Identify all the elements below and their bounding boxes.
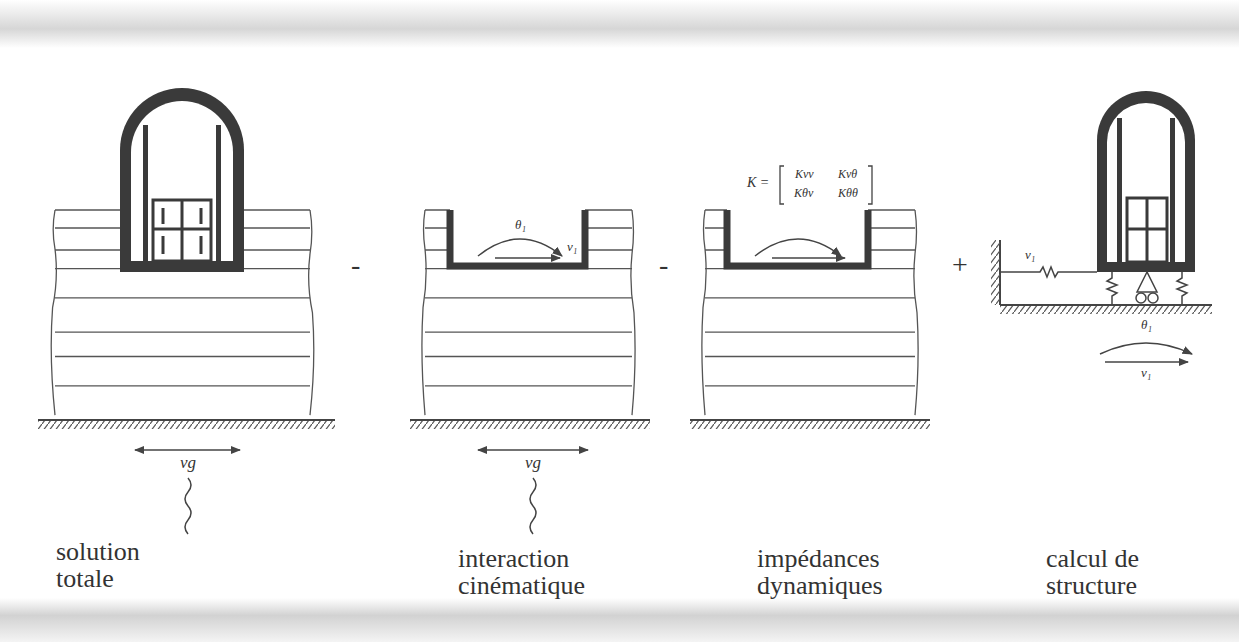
impedance-panel — [690, 166, 930, 429]
operator-sign: + — [952, 250, 968, 279]
rotation-symbol: θ₁ — [515, 218, 526, 232]
bedrock-line — [410, 419, 650, 421]
internal-wall — [216, 125, 221, 261]
reactor-interior — [1107, 103, 1185, 262]
support-roller — [1136, 293, 1146, 303]
displacement-symbol: v₁ — [567, 240, 577, 254]
internal-wall — [1170, 118, 1175, 262]
kinematic-panel — [410, 210, 650, 534]
operator-sign: - — [659, 250, 668, 279]
wall-hatch — [991, 240, 1000, 305]
internal-structure — [153, 200, 211, 261]
pin-support — [1137, 272, 1157, 292]
translation-arrow — [772, 257, 845, 259]
bottom-shadow — [0, 598, 1239, 642]
vertical-spring — [1177, 272, 1187, 305]
displacement-symbol: v₁ — [1025, 248, 1035, 262]
top-shadow — [0, 0, 1239, 48]
soil-layer-line — [425, 210, 632, 250]
support-roller — [1148, 293, 1158, 303]
rotation-arrow — [1100, 343, 1192, 354]
translation-arrow — [495, 257, 560, 259]
ground-motion-arrow — [478, 449, 588, 451]
panel-caption: interaction cinématique — [458, 545, 618, 600]
seismic-wave — [530, 478, 536, 534]
reactor-building — [1097, 91, 1195, 272]
vertical-spring — [1107, 272, 1117, 305]
ground-line — [1000, 304, 1212, 306]
displacement-symbol: v₁ — [1141, 366, 1151, 380]
total-solution-panel — [38, 88, 335, 534]
rotation-arrow — [755, 239, 841, 256]
matrix-term: Kθθ — [838, 187, 858, 200]
panel-caption: impédances dynamiques — [757, 545, 917, 600]
bedrock-hatch — [690, 421, 930, 429]
matrix-bracket — [780, 166, 872, 204]
ground-hatch — [1000, 306, 1212, 314]
matrix-term: Kθv — [794, 187, 813, 200]
bedrock-hatch — [38, 421, 335, 429]
seismic-wave — [185, 478, 191, 534]
bedrock-hatch — [410, 421, 650, 429]
internal-structure — [1127, 198, 1167, 262]
motion-symbol: vg — [180, 454, 196, 472]
bedrock-line — [690, 419, 930, 421]
soil-layers — [422, 210, 635, 415]
internal-structure — [1127, 198, 1167, 262]
rotation-symbol: θ₁ — [1141, 318, 1152, 332]
rigid-foundation — [450, 210, 585, 266]
motion-symbol: vg — [525, 454, 541, 472]
internal-wall — [143, 125, 148, 261]
matrix-symbol: K = — [747, 176, 769, 191]
panel-caption: calcul de structure — [1046, 545, 1176, 600]
structure-panel — [991, 91, 1212, 362]
internal-wall — [1117, 118, 1122, 262]
reactor-interior — [131, 101, 233, 261]
soil-layers — [702, 210, 918, 415]
matrix-term: Kvθ — [838, 168, 857, 181]
bedrock-line — [38, 419, 335, 421]
panel-caption: solution totale — [56, 538, 181, 593]
internal-structure — [153, 200, 211, 261]
rotation-arrow — [478, 239, 562, 256]
rigid-foundation — [727, 210, 868, 266]
horizontal-spring — [1000, 267, 1097, 277]
translation-arrow — [1105, 361, 1188, 363]
reactor-building — [120, 88, 244, 272]
soil-layer-line — [705, 210, 915, 250]
ground-motion-arrow — [135, 449, 240, 451]
operator-sign: - — [351, 250, 360, 279]
matrix-term: Kvv — [795, 168, 814, 181]
